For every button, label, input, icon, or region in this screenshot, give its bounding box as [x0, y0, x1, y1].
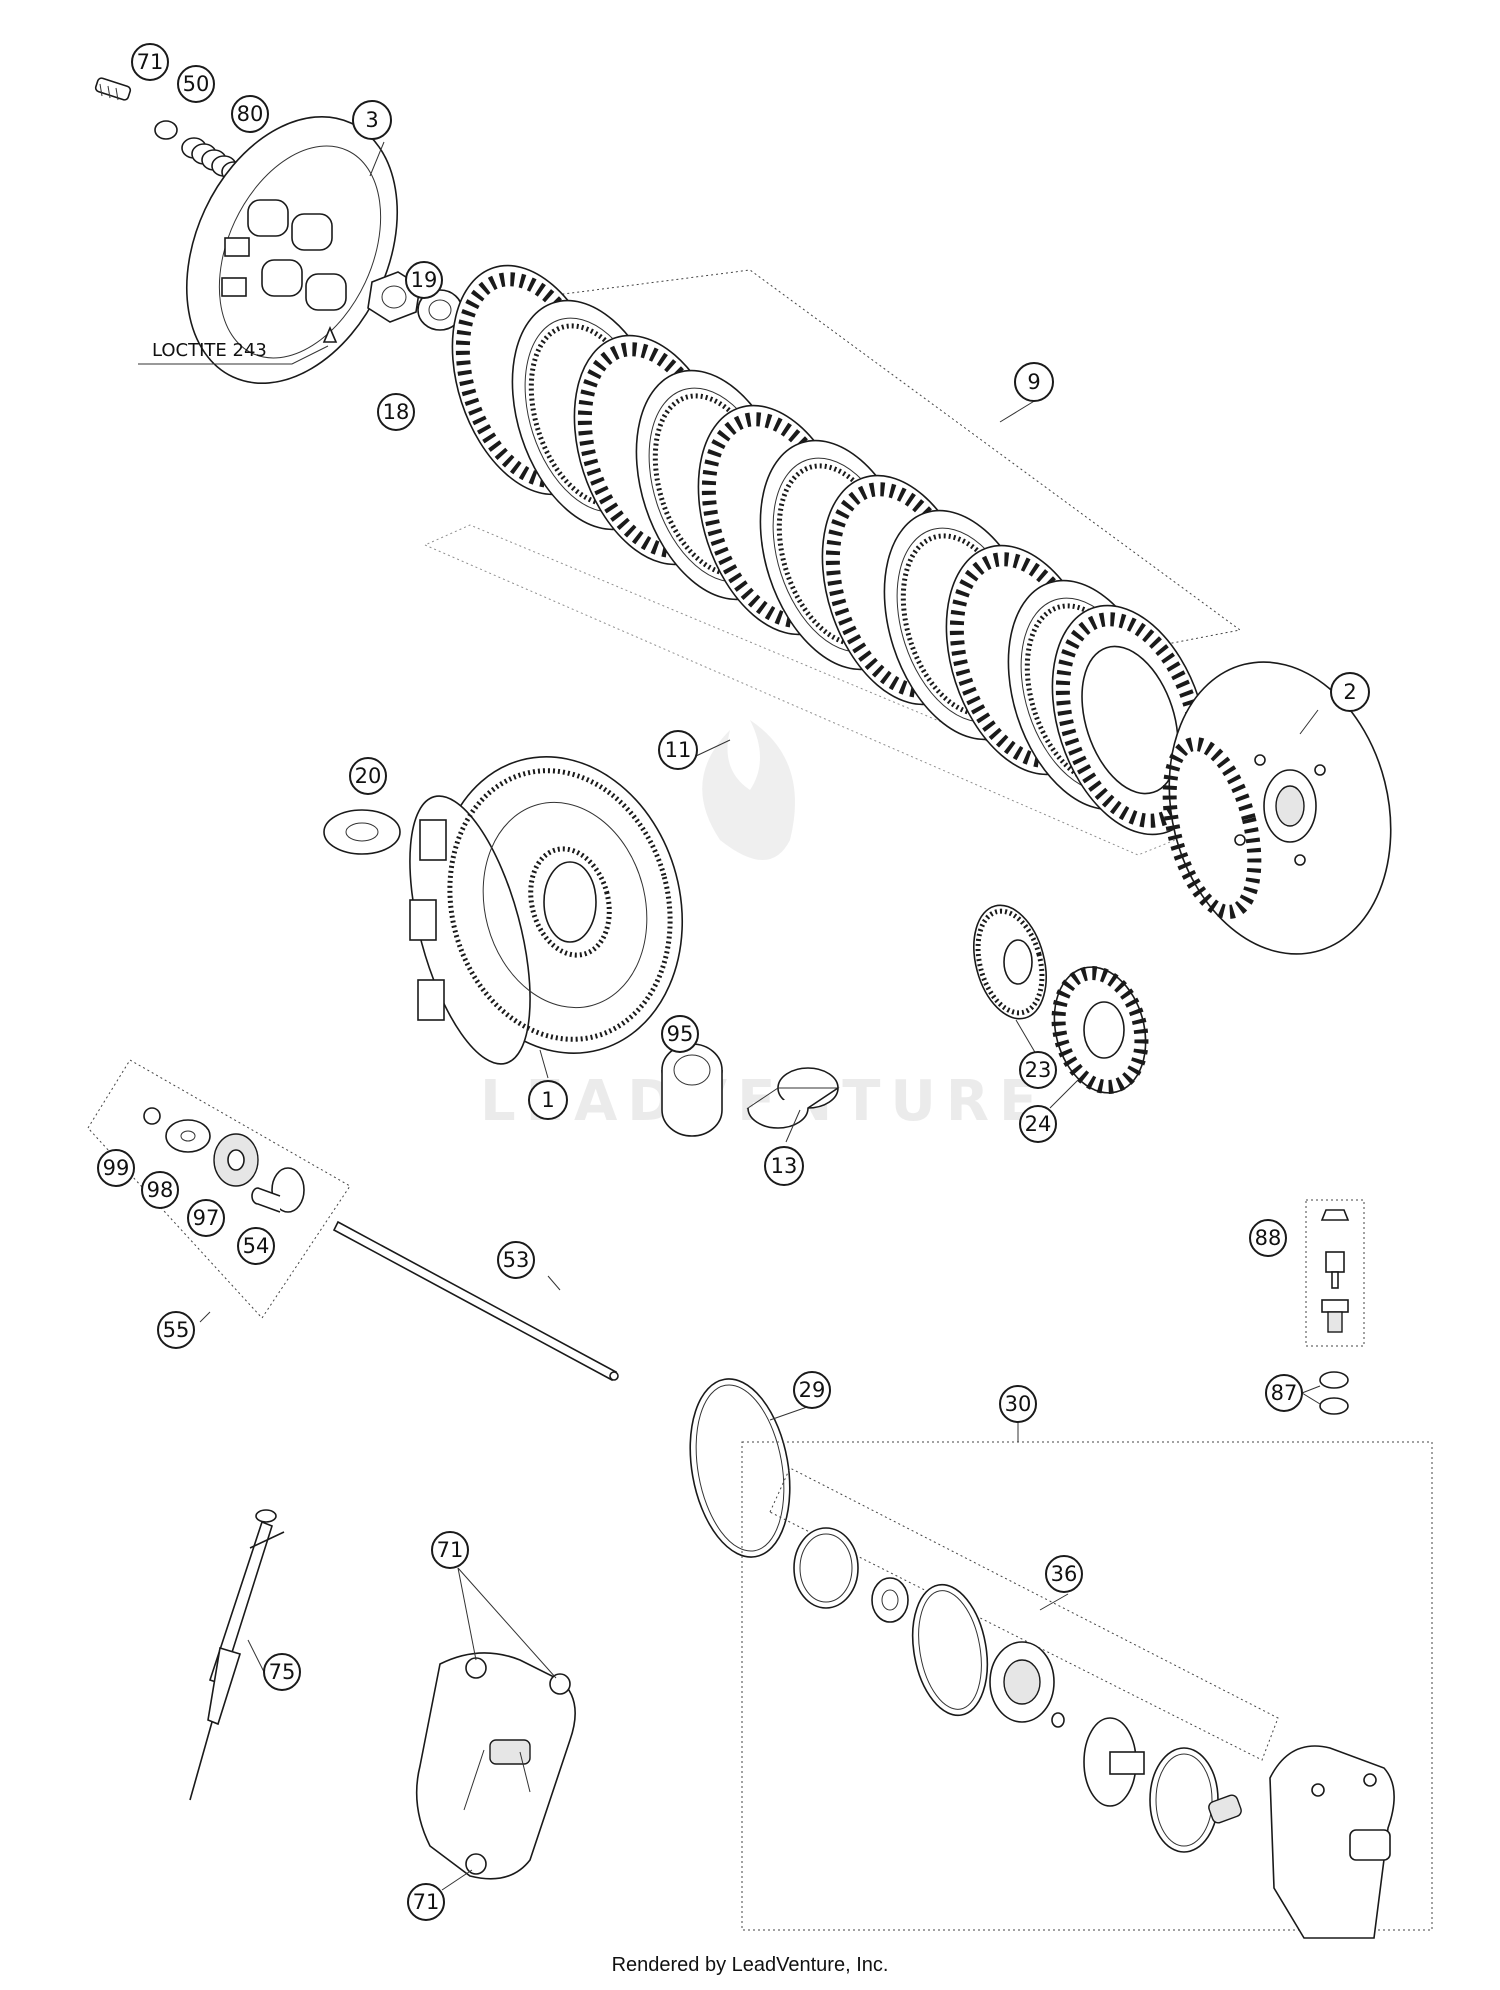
callout-13: 13	[764, 1146, 804, 1186]
footer-credit: Rendered by LeadVenture, Inc.	[611, 1954, 889, 1976]
callout-30: 30	[999, 1385, 1037, 1423]
bleed-nipple-kit-88	[1305, 1199, 1365, 1347]
bolt-71	[94, 77, 132, 101]
gear-24	[1051, 966, 1149, 1094]
callout-53: 53	[497, 1241, 535, 1279]
callout-24: 24	[1019, 1105, 1057, 1143]
callout-20: 20	[349, 757, 387, 795]
callout-71-cover-bottom: 71	[407, 1883, 445, 1921]
svg-text:98: 98	[147, 1178, 174, 1202]
seal-washers-87	[1319, 1371, 1349, 1415]
bushing-13	[746, 1067, 840, 1129]
callout-88: 88	[1249, 1219, 1287, 1257]
svg-text:87: 87	[1271, 1381, 1298, 1405]
svg-text:55: 55	[163, 1318, 190, 1342]
svg-text:36: 36	[1051, 1562, 1078, 1586]
svg-text:20: 20	[355, 764, 382, 788]
callout-54: 54	[237, 1227, 275, 1265]
callout-98: 98	[141, 1171, 179, 1209]
svg-text:18: 18	[383, 400, 410, 424]
callout-9: 9	[1014, 362, 1054, 402]
svg-text:30: 30	[1005, 1392, 1032, 1416]
callout-18: 18	[377, 393, 415, 431]
actuator-cover	[415, 1652, 576, 1880]
inner-clutch-hub-2	[1162, 661, 1392, 955]
slave-cylinder-30	[741, 1441, 1433, 1939]
svg-text:53: 53	[503, 1248, 530, 1272]
clutch-plate-stack	[423, 264, 1242, 856]
push-rod-kit-55	[87, 1059, 351, 1319]
callout-19: 19	[405, 261, 443, 299]
thrust-washer-20	[323, 809, 401, 855]
washer-50	[154, 120, 178, 140]
loctite-leader	[138, 345, 329, 365]
callout-23: 23	[1019, 1051, 1057, 1089]
callout-11: 11	[658, 730, 698, 770]
callout-75: 75	[263, 1653, 301, 1691]
outer-clutch-basket-1	[409, 756, 684, 1065]
callout-29: 29	[793, 1371, 831, 1409]
svg-text:1: 1	[541, 1088, 554, 1112]
svg-text:9: 9	[1027, 370, 1040, 394]
callout-99: 99	[97, 1149, 135, 1187]
loctite-drop	[322, 325, 338, 343]
svg-text:13: 13	[771, 1154, 798, 1178]
grease-syringe-75	[189, 1509, 285, 1801]
svg-text:71: 71	[413, 1890, 440, 1914]
svg-text:23: 23	[1025, 1058, 1052, 1082]
svg-text:71: 71	[137, 50, 164, 74]
svg-text:54: 54	[243, 1234, 270, 1258]
callout-80: 80	[231, 95, 269, 133]
svg-text:95: 95	[667, 1022, 694, 1046]
callout-50: 50	[177, 65, 215, 103]
callout-95: 95	[661, 1015, 699, 1053]
loctite-note: LOCTITE 243	[152, 340, 267, 361]
svg-text:80: 80	[237, 102, 264, 126]
svg-text:99: 99	[103, 1156, 130, 1180]
svg-text:97: 97	[193, 1206, 220, 1230]
svg-text:88: 88	[1255, 1226, 1282, 1250]
svg-text:75: 75	[269, 1660, 296, 1684]
gear-23	[973, 904, 1047, 1020]
callout-3: 3	[352, 100, 392, 140]
callout-2: 2	[1330, 672, 1370, 712]
svg-text:3: 3	[365, 108, 378, 132]
callout-36: 36	[1045, 1555, 1083, 1593]
callout-71-cover-top: 71	[431, 1531, 469, 1569]
svg-text:24: 24	[1025, 1112, 1052, 1136]
svg-text:19: 19	[411, 268, 438, 292]
callout-87: 87	[1265, 1374, 1303, 1412]
callout-97: 97	[187, 1199, 225, 1237]
svg-text:29: 29	[799, 1378, 826, 1402]
svg-text:71: 71	[437, 1538, 464, 1562]
callout-55: 55	[157, 1311, 195, 1349]
push-rod-53	[332, 1220, 619, 1382]
o-ring-29	[689, 1378, 791, 1558]
needle-bearing-95	[661, 1043, 723, 1137]
svg-text:2: 2	[1343, 680, 1356, 704]
svg-text:11: 11	[665, 738, 692, 762]
pressure-plate-3	[185, 115, 399, 385]
svg-text:50: 50	[183, 72, 210, 96]
callout-1: 1	[528, 1080, 568, 1120]
leader-lines	[199, 141, 1321, 1891]
callout-71-bolt: 71	[131, 43, 169, 81]
